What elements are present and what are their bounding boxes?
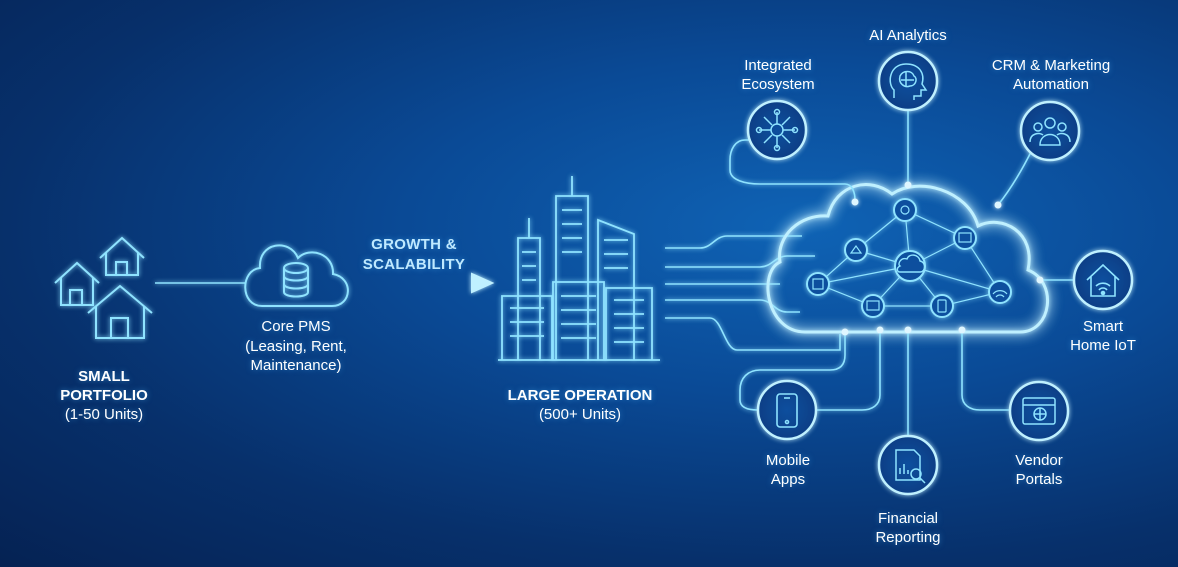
- growth-arrow: [355, 272, 495, 294]
- label-financial-reporting: Financial Reporting: [875, 510, 941, 546]
- wifi-house-icon: [1086, 263, 1120, 297]
- core-pms-detail: (Leasing, Rent, Maintenance): [245, 338, 347, 374]
- large-operation-subtitle: (500+ Units): [538, 406, 622, 423]
- brain-head-icon: [889, 63, 928, 100]
- smartphone-icon: [776, 393, 798, 428]
- satellite-integrated-ecosystem: [746, 99, 808, 161]
- satellite-crm-marketing: [1019, 100, 1081, 162]
- label-vendor-portals: Vendor Portals: [1015, 452, 1063, 488]
- satellite-connectors: [729, 110, 1075, 440]
- core-pms-title: Core PMS: [261, 318, 331, 335]
- large-operation-title: LARGE OPERATION: [507, 387, 653, 404]
- circuit-lines: [665, 235, 841, 351]
- network-hub-icon: [755, 108, 799, 152]
- satellite-smart-home: [1072, 249, 1134, 311]
- small-portfolio-subtitle: (1-50 Units): [64, 406, 144, 423]
- skyscrapers-icon: [498, 176, 660, 361]
- label-ai-analytics: AI Analytics: [869, 27, 947, 44]
- houses-icon: [54, 236, 153, 339]
- report-magnifier-icon: [895, 449, 926, 484]
- label-crm-marketing: CRM & Marketing Automation: [991, 57, 1111, 93]
- label-integrated-ecosystem: Integrated Ecosystem: [741, 57, 815, 93]
- satellite-mobile-apps: [756, 379, 818, 441]
- connector-dots: [841, 181, 1044, 336]
- satellite-financial-reporting: [877, 434, 939, 496]
- satellite-ai-analytics: [877, 50, 939, 112]
- satellite-vendor-portals: [1008, 380, 1070, 442]
- cloud-database-icon: [244, 244, 349, 307]
- browser-window-icon: [1022, 397, 1056, 425]
- label-mobile-apps: Mobile Apps: [765, 452, 811, 488]
- people-group-icon: [1029, 117, 1071, 146]
- cloud-hub: [766, 183, 1050, 334]
- growth-label: GROWTH & SCALABILITY: [362, 236, 466, 273]
- small-portfolio-title: SMALL PORTFOLIO: [60, 368, 148, 404]
- label-smart-home: Smart Home IoT: [1070, 318, 1136, 354]
